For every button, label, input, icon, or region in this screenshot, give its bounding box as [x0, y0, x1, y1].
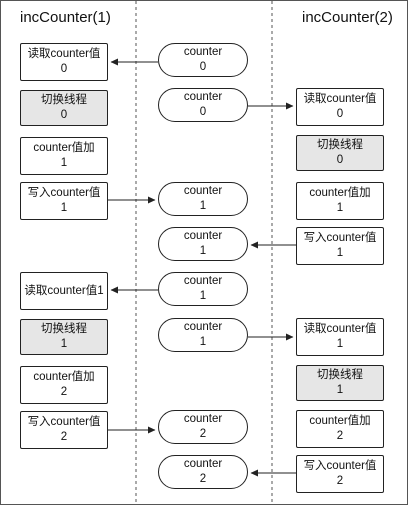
right-column-title: incCounter(2): [302, 9, 393, 26]
left-step-read-counter: 读取counter值1: [20, 272, 108, 310]
left-column-title: incCounter(1): [20, 9, 111, 26]
arrow-group: [108, 58, 296, 477]
